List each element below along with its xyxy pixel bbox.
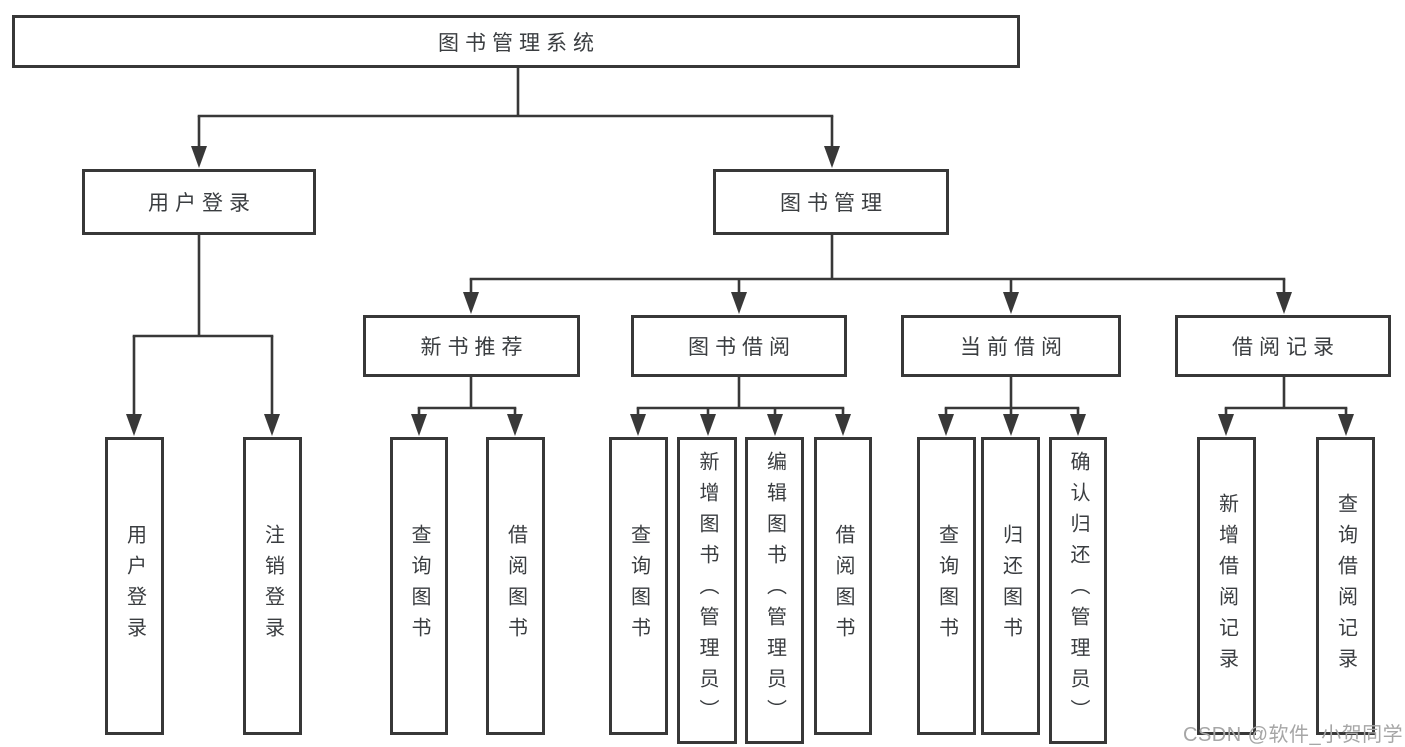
leaf-label: 确认归还（管理员） [1067,451,1089,730]
leaf-label: 编辑图书（管理员） [763,451,786,730]
leaf-return-book: 归还图书 [981,437,1040,735]
leaf-label: 查询图书 [935,524,958,648]
leaf-borrow-books-recommend: 借阅图书 [486,437,545,735]
leaf-label: 注销登录 [261,524,284,648]
leaf-label: 借阅图书 [504,524,527,648]
leaf-query-books-borrow: 查询图书 [609,437,668,735]
leaf-label: 归还图书 [999,524,1022,648]
leaf-query-borrow-record: 查询借阅记录 [1316,437,1375,735]
watermark: CSDN @软件_小贺同学 [1183,724,1404,746]
leaf-add-borrow-record: 新增借阅记录 [1197,437,1256,735]
arrowhead-icons [126,146,1354,436]
leaf-query-books-recommend: 查询图书 [390,437,448,735]
leaf-borrow-books-borrow: 借阅图书 [814,437,872,735]
leaf-label: 用户登录 [123,524,146,648]
node-book-management: 图书管理 [713,169,949,235]
leaf-label: 新增图书（管理员） [696,451,718,730]
node-current-borrow: 当前借阅 [901,315,1121,377]
leaf-label: 借阅图书 [832,524,854,648]
leaf-logout: 注销登录 [243,437,302,735]
node-user-login: 用户登录 [82,169,316,235]
node-book-borrow: 图书借阅 [631,315,847,377]
leaf-confirm-return-admin: 确认归还（管理员） [1049,437,1107,744]
leaf-label: 查询图书 [408,524,430,648]
leaf-user-login: 用户登录 [105,437,164,735]
leaf-add-book-admin: 新增图书（管理员） [677,437,737,744]
leaf-label: 查询图书 [627,524,650,648]
leaf-label: 新增借阅记录 [1215,493,1238,679]
leaf-edit-book-admin: 编辑图书（管理员） [745,437,804,744]
leaf-label: 查询借阅记录 [1334,493,1357,679]
node-library-management-system: 图书管理系统 [12,15,1020,68]
node-borrow-records: 借阅记录 [1175,315,1391,377]
leaf-query-books-current: 查询图书 [917,437,976,735]
node-new-book-recommend: 新书推荐 [363,315,580,377]
